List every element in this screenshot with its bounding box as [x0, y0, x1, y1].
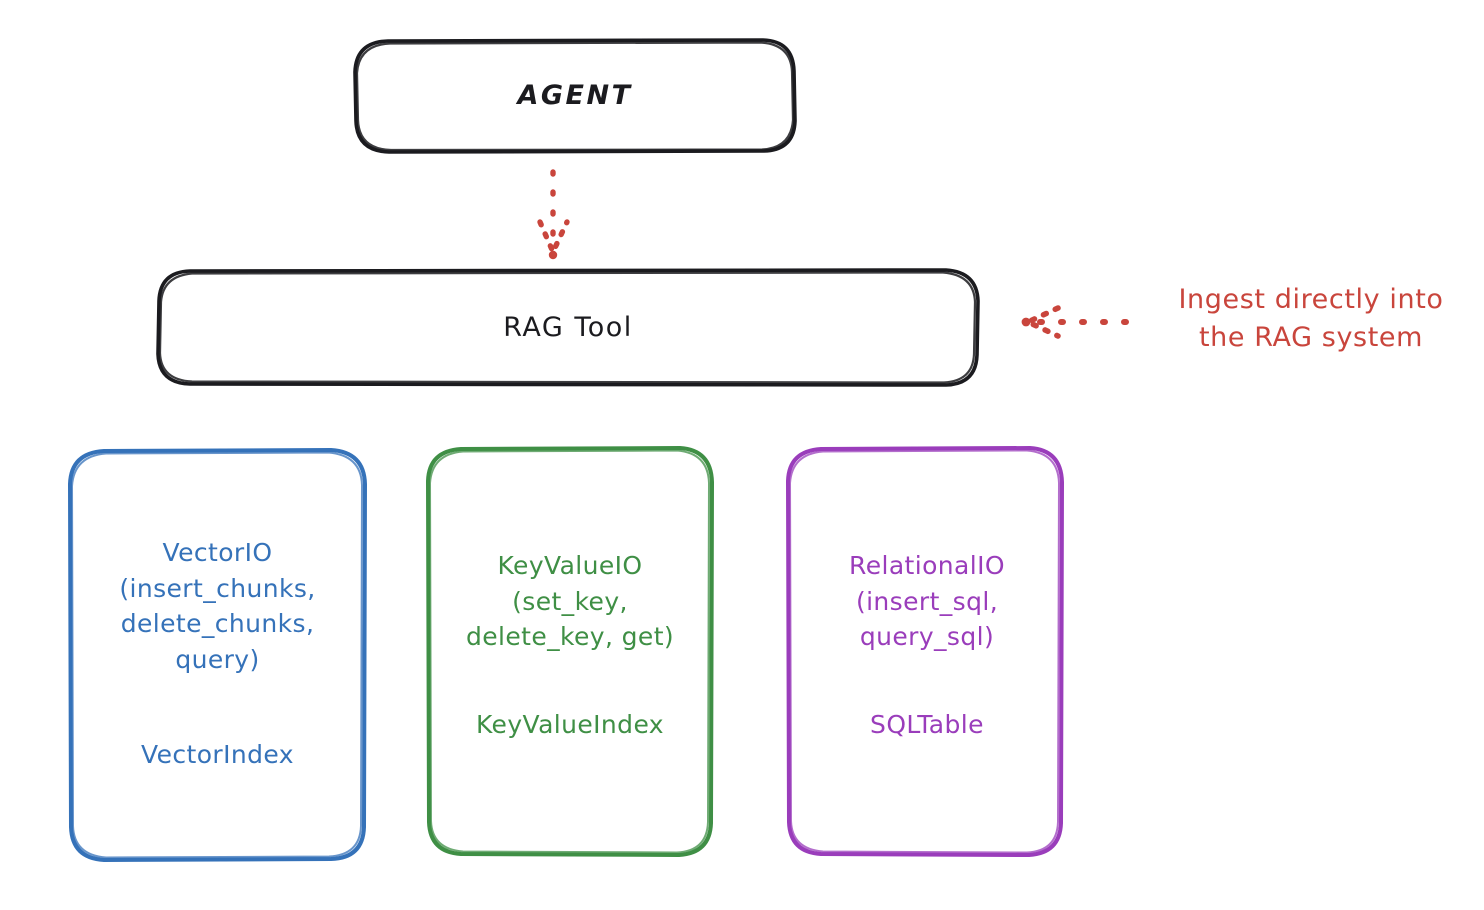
relationalio-box[interactable]	[786, 446, 1064, 857]
keyvalueio-box[interactable]	[426, 446, 714, 857]
agent-to-rag-tool-arrow	[537, 169, 570, 260]
vectorio-box[interactable]	[68, 448, 367, 862]
rag-tool-box[interactable]	[156, 268, 980, 387]
agent-box[interactable]	[353, 38, 797, 154]
ingest-arrow	[1021, 305, 1136, 339]
